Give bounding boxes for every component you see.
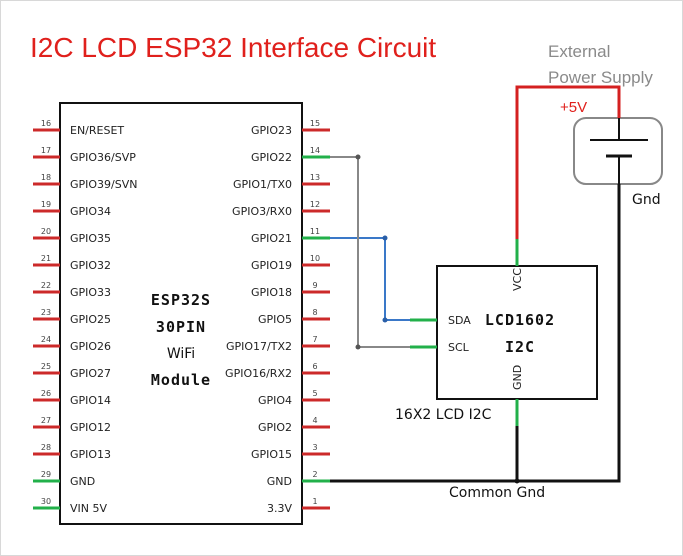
- esp32-left-pin-number: 29: [41, 470, 51, 479]
- esp32-left-pin-number: 17: [41, 146, 51, 155]
- esp32-right-pin-number: 14: [310, 146, 320, 155]
- supply-gnd-label: Gnd: [632, 192, 661, 208]
- lcd-name-line1: LCD1602: [485, 311, 555, 329]
- esp32-right-pin-number: 9: [312, 281, 317, 290]
- esp32-right-pin-label: GPIO15: [251, 448, 292, 461]
- esp32-right-pin-label: GPIO1/TX0: [233, 178, 292, 191]
- lcd-name-line2: I2C: [505, 338, 535, 356]
- esp32-right-pin-label: GPIO5: [258, 313, 292, 326]
- esp32-left-pin-number: 19: [41, 200, 51, 209]
- esp32-left-pin-number: 24: [41, 335, 51, 344]
- esp32-right-pin-label: GPIO18: [251, 286, 292, 299]
- esp32-left-pin-label: GPIO26: [70, 340, 111, 353]
- esp32-right-pin-label: GPIO23: [251, 124, 292, 137]
- esp32-left-pin-number: 30: [41, 497, 51, 506]
- scl-junction-top: [355, 154, 361, 160]
- esp32-right-pin-number: 6: [312, 362, 317, 371]
- esp32-right-pin-label: GND: [267, 475, 292, 488]
- esp32-body: [59, 102, 303, 525]
- esp32-left-pin-label: GPIO35: [70, 232, 111, 245]
- esp32-left-pin-number: 27: [41, 416, 51, 425]
- esp32-right-pin-label: GPIO21: [251, 232, 292, 245]
- lcd-pin-sda-label: SDA: [448, 314, 471, 327]
- esp32-right-pin-number: 11: [310, 227, 320, 236]
- esp32-name-line3: WiFi: [167, 346, 195, 362]
- power-supply-label-line2: Power Supply: [548, 68, 653, 87]
- esp32-left-pin-label: GPIO27: [70, 367, 111, 380]
- esp32-left-pin-label: GPIO34: [70, 205, 111, 218]
- esp32-right-pin-number: 3: [312, 443, 317, 452]
- esp32-left-pin-label: GPIO12: [70, 421, 111, 434]
- esp32-right-pin-label: GPIO3/RX0: [232, 205, 292, 218]
- esp32-right-pin-label: GPIO22: [251, 151, 292, 164]
- esp32-pins: 16EN/RESET17GPIO36/SVP18GPIO39/SVN19GPIO…: [33, 119, 330, 515]
- gnd-junction: [514, 478, 520, 484]
- vcc-wire: [515, 85, 621, 239]
- esp32-left-pin-label: GPIO36/SVP: [70, 151, 136, 164]
- diagram-title: I2C LCD ESP32 Interface Circuit: [30, 32, 436, 63]
- esp32-name-line4: Module: [151, 371, 211, 389]
- lcd-pin-gnd-label: GND: [511, 365, 524, 390]
- esp32-name-line1: ESP32S: [151, 291, 211, 309]
- esp32-left-pin-label: GPIO39/SVN: [70, 178, 138, 191]
- esp32-right-pin-number: 15: [310, 119, 320, 128]
- esp32-left-pin-number: 23: [41, 308, 51, 317]
- scl-wire: [330, 156, 437, 348]
- esp32-left-pin-number: 21: [41, 254, 51, 263]
- plus-5v-label: +5V: [560, 99, 587, 116]
- esp32-name-line2: 30PIN: [156, 318, 206, 336]
- esp32-right-pin-number: 13: [310, 173, 320, 182]
- esp32-left-pin-number: 28: [41, 443, 51, 452]
- esp32-left-pin-label: GND: [70, 475, 95, 488]
- esp32-right-pin-number: 7: [312, 335, 317, 344]
- esp32-right-pin-number: 1: [312, 497, 317, 506]
- sda-wire: [330, 237, 437, 321]
- esp32-left-pin-number: 25: [41, 362, 51, 371]
- lcd-caption: 16X2 LCD I2C: [395, 407, 492, 423]
- lcd-pin-vcc-label: VCC: [511, 268, 524, 291]
- power-supply-label-line1: External: [548, 42, 610, 61]
- esp32-left-pin-number: 16: [41, 119, 51, 128]
- common-gnd-label: Common Gnd: [449, 485, 545, 501]
- esp32-right-pin-number: 2: [312, 470, 317, 479]
- esp32-right-pin-number: 5: [312, 389, 317, 398]
- esp32-right-pin-label: GPIO19: [251, 259, 292, 272]
- esp32-right-pin-number: 10: [310, 254, 320, 263]
- esp32-left-pin-label: GPIO33: [70, 286, 111, 299]
- esp32-right-pin-number: 12: [310, 200, 320, 209]
- esp32-left-pin-label: GPIO32: [70, 259, 111, 272]
- esp32-left-pin-label: VIN 5V: [70, 502, 107, 515]
- esp32-left-pin-number: 20: [41, 227, 51, 236]
- sda-junction-bottom: [382, 317, 388, 323]
- esp32-right-pin-label: GPIO16/RX2: [225, 367, 292, 380]
- lcd-pin-scl-label: SCL: [448, 341, 470, 354]
- esp32-left-pin-number: 22: [41, 281, 51, 290]
- esp32-left-pin-label: GPIO13: [70, 448, 111, 461]
- esp32-left-pin-label: EN/RESET: [70, 124, 124, 137]
- esp32-right-pin-number: 4: [312, 416, 317, 425]
- supply-gnd-wire: [515, 184, 621, 483]
- esp32-right-pin-label: GPIO4: [258, 394, 292, 407]
- esp32-left-pin-label: GPIO14: [70, 394, 111, 407]
- esp32-left-pin-label: GPIO25: [70, 313, 111, 326]
- esp32-right-pin-label: GPIO17/TX2: [226, 340, 292, 353]
- esp32-left-pin-number: 26: [41, 389, 51, 398]
- esp32-right-pin-label: GPIO2: [258, 421, 292, 434]
- sda-junction-top: [382, 235, 388, 241]
- esp32-right-pin-label: 3.3V: [267, 502, 292, 515]
- esp32-right-pin-number: 8: [312, 308, 317, 317]
- scl-junction-bottom: [355, 344, 361, 350]
- esp32-left-pin-number: 18: [41, 173, 51, 182]
